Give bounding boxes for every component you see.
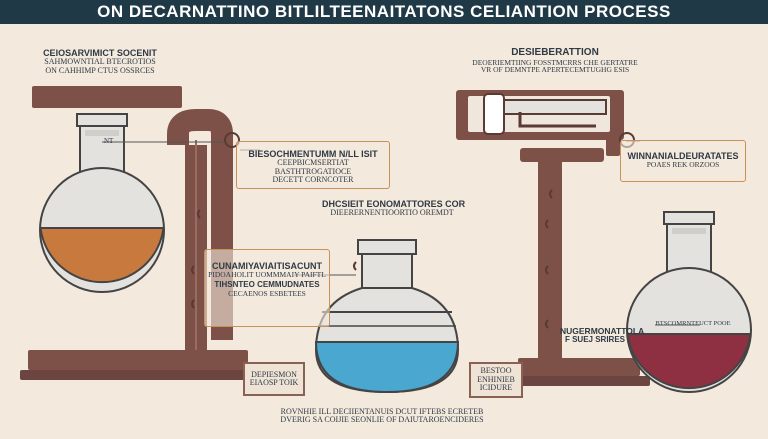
annotation-box-mid: CUNAMIYAVIAITISACUNT PIDOAHOLIT UOMMMAIY… bbox=[204, 249, 330, 327]
bottom-right-heading: NUGERMONATTOLA bbox=[560, 326, 645, 336]
page-title: ON DECARNATTINO BITLILTEENAITATONS CELIA… bbox=[0, 0, 768, 24]
right-flask-tag: BTSCOMRNTEUCT POOE bbox=[655, 320, 731, 327]
annotation-box-right: WINNANIALDEURATATES POAES REK ORZOOS bbox=[620, 140, 746, 182]
box-mid-line-2: TIHSNTEO CEMMUDNATES bbox=[214, 280, 320, 290]
plaque-left-line-2: EIAOSP TOIK bbox=[249, 378, 299, 387]
center-caption-heading: DHCSIEIT EONOMATTORES COR bbox=[322, 199, 466, 209]
box-mid-heading: CUNAMIYAVIAITISACUNT bbox=[211, 261, 322, 271]
annotation-box-left: BIESOCHMENTUMM N/LL ISIT CEEPBICMSERTIAT… bbox=[236, 141, 390, 189]
top-right-annotation: DESIEBERATTION DEOERIEMTIING FOSSTMCRRS … bbox=[470, 47, 640, 75]
box-mid-line-3: CECAENOS ESBETEES bbox=[228, 288, 306, 298]
top-left-line-2: ON CAHHIMP CTUS OSSRCES bbox=[45, 65, 155, 75]
top-right-line-1: DEOERIEMTIING FOSSTMCRRS CHE GERTATRE bbox=[472, 57, 638, 67]
left-flask bbox=[39, 113, 165, 293]
bottom-right-line: F SUEJ SRIRES bbox=[564, 334, 625, 344]
right-flask bbox=[626, 211, 752, 393]
left-condenser-tube bbox=[167, 109, 233, 355]
top-right-line-2: VR OF DEMNTPE APERTECEMTUGHG ESIS bbox=[480, 65, 630, 75]
center-caption-line: DIEERERNENTIOORTIO OREMDT bbox=[330, 208, 454, 218]
top-right-heading: DESIEBERATTION bbox=[511, 47, 599, 58]
box-left-line-2: BASTHTROGATIOCE bbox=[274, 166, 352, 176]
plaque-right-line-3: ICIDURE bbox=[479, 383, 513, 393]
footer-caption: ROVNHIE ILL DECIIENTANUIS DCUT IFTEBS EC… bbox=[262, 407, 502, 425]
box-left-heading: BIESOCHMENTUMM N/LL ISIT bbox=[248, 149, 378, 159]
center-flask bbox=[314, 239, 460, 394]
top-left-line-1: SAHMOWNTIAL BTECROTIOS bbox=[44, 57, 156, 67]
plaque-right-line-1: BESTOO bbox=[480, 366, 512, 376]
box-left-line-3: DECETT CORNCOTER bbox=[272, 175, 354, 185]
box-mid-line-1: PIDOAHOLIT UOMMMAIY PAIFTL bbox=[208, 270, 326, 280]
bottom-right-label: NUGERMONATTOLA F SUEJ SRIRES bbox=[560, 326, 645, 344]
top-left-heading: CEIOSARVIMICT SOCENIT bbox=[43, 48, 157, 58]
left-stand bbox=[20, 86, 260, 380]
plaque-left-line-1: DEPIESMON bbox=[251, 369, 297, 379]
box-right-line: POAES REK ORZOOS bbox=[646, 160, 720, 170]
plaque-right-line-2: ENHINIEB bbox=[477, 374, 515, 384]
top-left-annotation: CEIOSARVIMICT SOCENIT SAHMOWNTIAL BTECRO… bbox=[40, 48, 160, 75]
plaque-right: BESTOO ENHINIEB ICIDURE bbox=[469, 362, 523, 398]
right-condenser-window bbox=[468, 93, 610, 135]
plaque-left: DEPIESMON EIAOSP TOIK bbox=[243, 362, 305, 396]
center-caption: DHCSIEIT EONOMATTORES COR DIEERERNENTIOO… bbox=[322, 199, 466, 218]
box-right-heading: WINNANIALDEURATATES bbox=[627, 151, 739, 161]
flask-tag: NT bbox=[104, 137, 114, 145]
box-left-line-1: CEEPBICMSERTIAT bbox=[277, 158, 349, 168]
footer-line-2: DVERIG SA COIJIE SEONLIE OF DAIUTAROENCI… bbox=[280, 415, 484, 425]
footer-line-1: ROVNHIE ILL DECIIENTANUIS DCUT IFTEBS EC… bbox=[280, 407, 484, 416]
